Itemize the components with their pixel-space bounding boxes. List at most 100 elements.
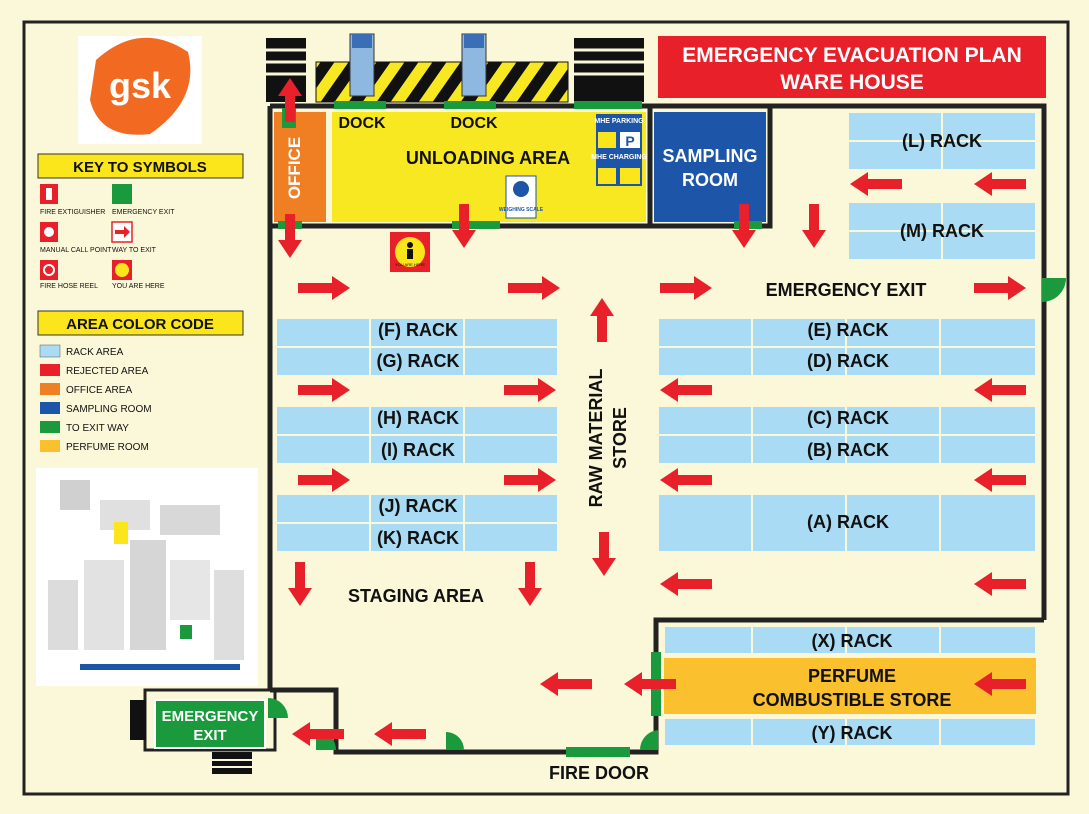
rack-J-label: (J) RACK [379, 496, 458, 516]
arrow-right [298, 378, 350, 402]
swatch-rejected [40, 364, 60, 376]
title-line-1: EMERGENCY EVACUATION PLAN [682, 44, 1022, 67]
manual-call-point-icon-glyph [44, 227, 54, 237]
door-swing-perfume [639, 730, 658, 750]
parking-sign [620, 132, 640, 148]
arrow-left [974, 378, 1026, 402]
site-road [80, 664, 240, 670]
arrow-right [974, 276, 1026, 300]
rack-K-label: (K) RACK [377, 528, 459, 548]
unloading-area [332, 112, 646, 222]
arrow-down [592, 532, 616, 576]
rack-E-label: (E) RACK [808, 320, 889, 340]
mhe-parking-label: MHE PARKING [594, 118, 644, 125]
arrow-left [974, 468, 1026, 492]
rack-C-label: (C) RACK [807, 408, 889, 428]
stairs-exit-left [130, 700, 146, 740]
exit-box-label-1: EMERGENCY [162, 708, 259, 725]
rack-A-label: (A) RACK [807, 512, 889, 532]
arrow-left [374, 722, 426, 746]
rack-L-label: (L) RACK [902, 131, 982, 151]
perfume-label-2: COMBUSTIBLE STORE [753, 690, 952, 710]
key-fire-hose-reel: FIRE HOSE REEL [40, 283, 98, 290]
area-heading: AREA COLOR CODE [66, 316, 214, 333]
wall-bottom [270, 617, 1044, 755]
forklift-icon [598, 132, 616, 148]
charger-icon [620, 168, 640, 184]
truck-icon [349, 33, 375, 97]
rack-labels: (L) RACK (M) RACK (F) RACK (G) RACK (H) … [377, 131, 984, 743]
mhe-charging-label: MHE CHARGING [591, 154, 647, 161]
arrow-right [504, 468, 556, 492]
key-emergency-exit: EMERGENCY EXIT [112, 209, 175, 216]
dock-label-left: DOCK [338, 115, 386, 132]
exit-way-dock-right [444, 101, 496, 109]
area-rejected: REJECTED AREA [66, 366, 149, 377]
rack-B-label: (B) RACK [807, 440, 889, 460]
swatch-sampling [40, 402, 60, 414]
stairs-exit-left-body [130, 700, 146, 740]
area-heading-box [37, 310, 244, 336]
arrow-right [660, 276, 712, 300]
exit-way-dock-left [334, 101, 386, 109]
sampling-room [654, 112, 766, 222]
rack-X-block [663, 625, 1037, 655]
arrow-left [974, 172, 1026, 196]
dock-label-right: DOCK [450, 115, 498, 132]
exit-way-unloading [452, 221, 500, 229]
arrow-down [518, 562, 542, 606]
arrow-left [660, 572, 712, 596]
wall-sampling [647, 106, 773, 229]
fire-hose-reel-icon-glyph [43, 264, 55, 276]
raw-material-label-2: STORE [610, 407, 630, 469]
you-are-here-marker-label: YOU ARE HERE [395, 262, 425, 267]
area-rack: RACK AREA [66, 347, 124, 358]
swatch-rack [39, 344, 61, 358]
door-swing-exit-box [268, 698, 288, 718]
site-overview-map [36, 468, 258, 686]
arrow-up [590, 298, 614, 342]
truck-cab [352, 34, 372, 48]
office-label: OFFICE [285, 137, 304, 199]
you-are-here-icon-glyph [115, 263, 129, 277]
arrow-left [540, 672, 592, 696]
fire-hose-reel-icon [40, 260, 58, 280]
key-way-to-exit: WAY TO EXIT [112, 247, 157, 254]
site-block-5 [214, 570, 244, 660]
rack-F-label: (F) RACK [378, 320, 458, 340]
rack-G-label: (G) RACK [377, 351, 460, 371]
area-sampling: SAMPLING ROOM [66, 404, 152, 415]
arrow-left [850, 172, 902, 196]
site-block-6 [60, 480, 90, 510]
rack-X-label: (X) RACK [812, 631, 893, 651]
exit-box-label-2: EXIT [193, 727, 226, 744]
stairs-exit-bottom [212, 752, 252, 774]
swatch-office [40, 383, 60, 395]
logo-text: gsk [109, 65, 172, 106]
site-block-4 [170, 560, 210, 620]
outer-frame [22, 20, 1070, 796]
emergency-exit-box [154, 699, 266, 749]
arrow-left [974, 572, 1026, 596]
truck-icon [461, 33, 487, 97]
key-heading-box [37, 153, 244, 179]
emergency-exit-right-label: EMERGENCY EXIT [766, 280, 927, 300]
key-fire-extinguisher: FIRE EXTIGUISHER [40, 209, 105, 216]
rack-D-label: (D) RACK [807, 351, 889, 371]
wall-top-right [650, 103, 1047, 620]
site-block-3 [130, 540, 166, 650]
key-you-are-here: YOU ARE HERE [112, 283, 165, 290]
sampling-label-2: ROOM [682, 170, 738, 190]
site-exit-mark [180, 625, 192, 639]
arrow-right [504, 378, 556, 402]
you-are-here-body [407, 249, 413, 259]
key-manual-call-point: MANUAL CALL POINT [40, 247, 112, 254]
truck-cab [464, 34, 484, 48]
weighing-scale-icon [513, 181, 529, 197]
you-are-here-head [407, 242, 413, 248]
gsk-logo [90, 37, 191, 135]
exit-way-top-right [574, 101, 642, 109]
rack-H-label: (H) RACK [377, 408, 459, 428]
area-perfume: PERFUME ROOM [66, 442, 149, 453]
